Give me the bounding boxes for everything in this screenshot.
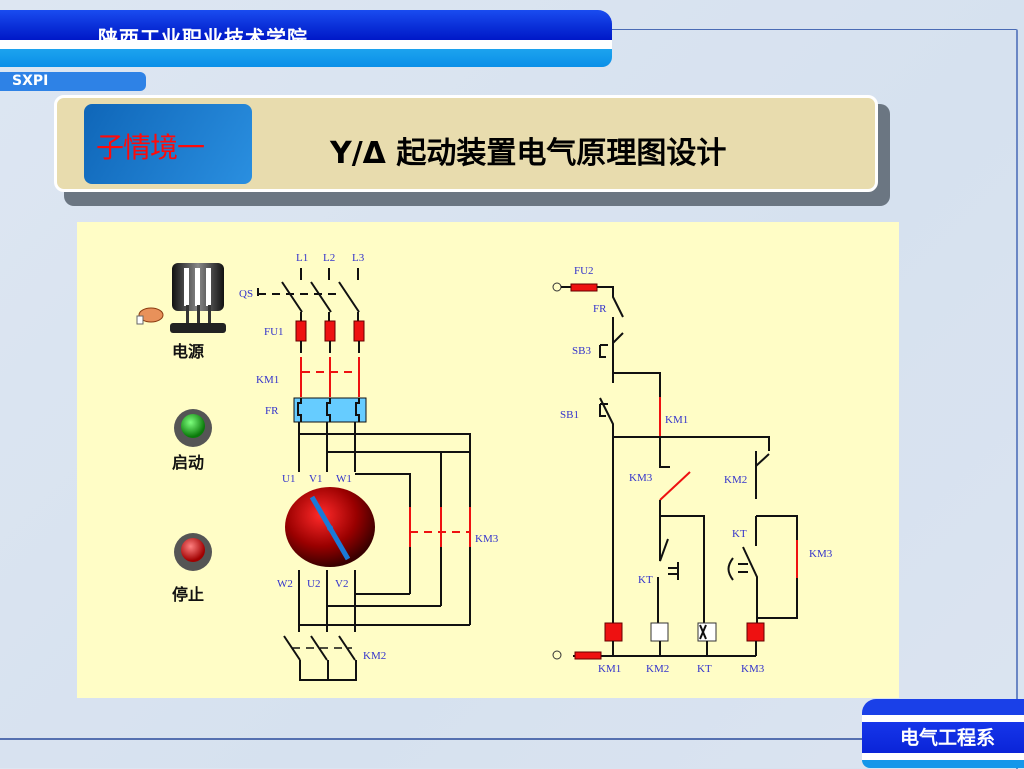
sb1-label: SB1 — [560, 409, 579, 421]
department-badge: 电气工程系 — [862, 699, 1024, 768]
wire — [659, 500, 705, 623]
power-label: 电源 — [172, 342, 204, 361]
power-switch-icon[interactable] — [170, 263, 226, 333]
stop-label: 停止 — [172, 585, 204, 604]
page-title: Y/Δ 起动装置电气原理图设计 — [330, 136, 727, 171]
line-label: L2 — [323, 252, 335, 264]
terminal-label: U2 — [307, 578, 320, 590]
line-label: L1 — [296, 252, 308, 264]
pointing-hand-icon — [136, 307, 164, 325]
start-button[interactable] — [174, 409, 212, 447]
coil-label: KM3 — [741, 663, 765, 675]
km1-hold-label: KM1 — [665, 414, 688, 426]
coil-label: KT — [697, 663, 712, 675]
circuit-diagram: 电源 启动 停止 L1 L2 L3 QS FU1 KM1 FR U1 V1 W1 — [136, 252, 833, 681]
department-label: 电气工程系 — [900, 727, 996, 749]
fu2-fuse-bottom — [574, 651, 602, 660]
frame-line — [0, 738, 870, 740]
stop-button[interactable] — [174, 533, 212, 571]
fu2-label: FU2 — [574, 265, 594, 277]
terminal-label: V1 — [309, 473, 322, 485]
qs-switch — [257, 268, 360, 322]
km3-main-contacts — [409, 434, 471, 625]
km3-label: KM3 — [475, 533, 499, 545]
fu1-label: FU1 — [264, 326, 284, 338]
wire — [659, 437, 670, 468]
frame-line — [1016, 29, 1018, 769]
fr-thermal-block — [293, 397, 367, 423]
kt-nc-contact — [657, 516, 669, 623]
motor-icon — [285, 487, 375, 567]
terminal-label: W2 — [277, 578, 293, 590]
fu1-fuses — [295, 320, 365, 353]
header-bar: 陕西工业职业技术学院 — [0, 10, 612, 67]
sb1-button — [599, 373, 614, 438]
km3-hold-label: KM3 — [809, 548, 833, 560]
km3-coil — [746, 622, 765, 642]
km3-contact-label: KM3 — [629, 472, 653, 484]
terminal-label: U1 — [282, 473, 295, 485]
kt-no-label: KT — [732, 528, 747, 540]
sb3-button — [599, 327, 624, 358]
terminal-label: V2 — [335, 578, 348, 590]
sub-scenario-badge: 子情境一 — [84, 104, 252, 184]
wire — [755, 515, 798, 619]
km2-interlock-contact — [755, 451, 770, 499]
km3-interlock-contact — [659, 471, 691, 501]
coil-label: KM2 — [646, 663, 669, 675]
fu2-fuse — [570, 283, 598, 292]
wire — [613, 436, 770, 451]
terminal-icon — [552, 650, 562, 660]
terminal-label: W1 — [336, 473, 352, 485]
kt-no-contact — [727, 546, 758, 623]
kt-coil — [697, 622, 717, 642]
km1-label: KM1 — [256, 374, 279, 386]
wire — [298, 422, 356, 472]
km2-main-contacts — [283, 635, 357, 681]
kt-nc-symbol — [668, 562, 679, 580]
sxpi-label: SXPI — [12, 73, 49, 89]
km2-coil — [650, 622, 669, 642]
km1-main-contacts — [300, 357, 360, 397]
start-label: 启动 — [172, 453, 204, 472]
wire — [298, 570, 356, 632]
fr-control-label: FR — [593, 303, 607, 315]
fr-label: FR — [265, 405, 279, 417]
frame-line — [605, 29, 1017, 30]
wire — [573, 641, 757, 657]
kt-nc-label: KT — [638, 574, 653, 586]
sub-scenario-label: 子情境一 — [96, 131, 205, 164]
wire — [299, 593, 470, 626]
sb3-label: SB3 — [572, 345, 591, 357]
km2-label: KM2 — [363, 650, 386, 662]
terminal-icon — [552, 282, 562, 292]
qs-label: QS — [239, 288, 253, 300]
fr-contact — [597, 286, 624, 327]
sxpi-tag: SXPI — [0, 72, 146, 91]
wire — [612, 357, 661, 437]
diagram-panel: 电源 启动 停止 L1 L2 L3 QS FU1 KM1 FR U1 V1 W1 — [77, 222, 899, 698]
km1-coil — [604, 622, 623, 642]
institution-name: 陕西工业职业技术学院 — [98, 26, 308, 50]
line-label: L3 — [352, 252, 365, 264]
coil-label: KM1 — [598, 663, 621, 675]
km2-contact-label: KM2 — [724, 474, 747, 486]
